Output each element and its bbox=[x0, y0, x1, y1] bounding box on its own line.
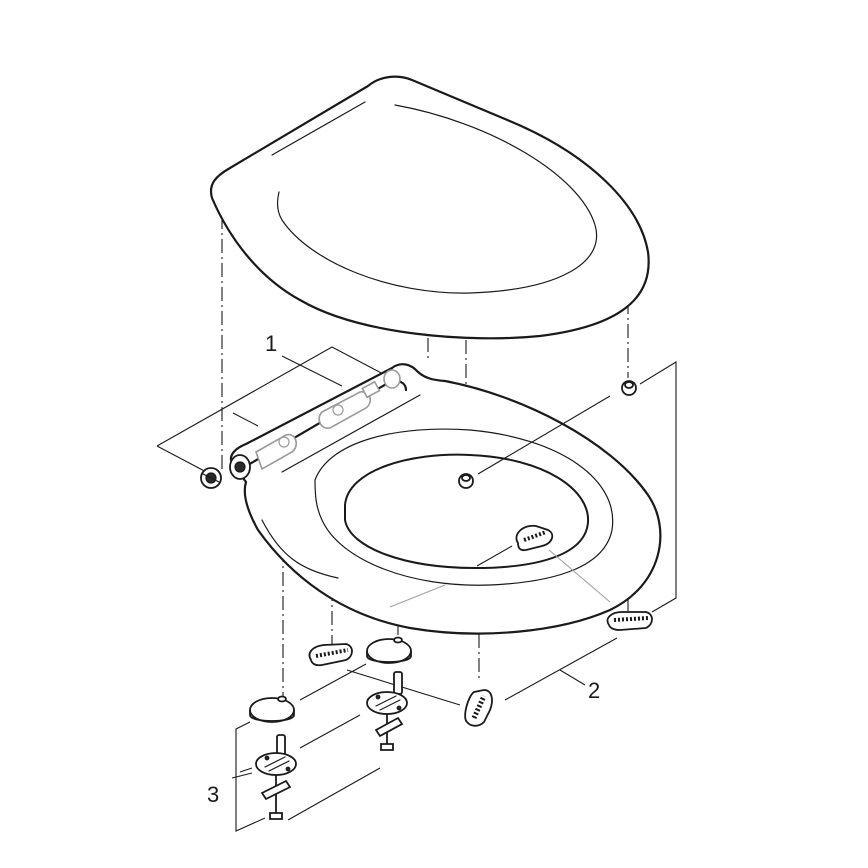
seat-buffer-bottom bbox=[464, 689, 493, 727]
seat-buffer-right bbox=[606, 611, 653, 631]
callout-3-leaders: 3 bbox=[207, 663, 381, 832]
seat-buffer-inner bbox=[515, 524, 554, 552]
seat-cover-lid bbox=[209, 75, 650, 340]
lid-bumper-right bbox=[621, 380, 637, 396]
buffer-leader-b bbox=[548, 549, 611, 603]
seat-buffer-left bbox=[308, 643, 353, 667]
buffer-leader-a bbox=[476, 545, 513, 567]
fixing-bolt-left bbox=[255, 734, 297, 820]
hinge-end-cap bbox=[200, 467, 222, 489]
fixing-bolt-right bbox=[366, 671, 408, 751]
lid-bumper-center bbox=[458, 473, 474, 489]
callout-1-leaders: 1 bbox=[156, 331, 386, 476]
callout-label-2: 2 bbox=[588, 678, 600, 703]
hinge-axle bbox=[229, 369, 408, 480]
callout-2-leaders: 2 bbox=[346, 637, 618, 706]
buffer-leader-c bbox=[389, 584, 446, 608]
callout-2-bracket bbox=[639, 361, 677, 613]
callout-label-1: 1 bbox=[265, 331, 277, 356]
callout-label-3: 3 bbox=[207, 782, 219, 807]
bumper-link-line bbox=[477, 395, 611, 475]
hinge-cover-cap-left bbox=[249, 695, 295, 723]
hinge-cover-cap-right bbox=[366, 636, 412, 664]
